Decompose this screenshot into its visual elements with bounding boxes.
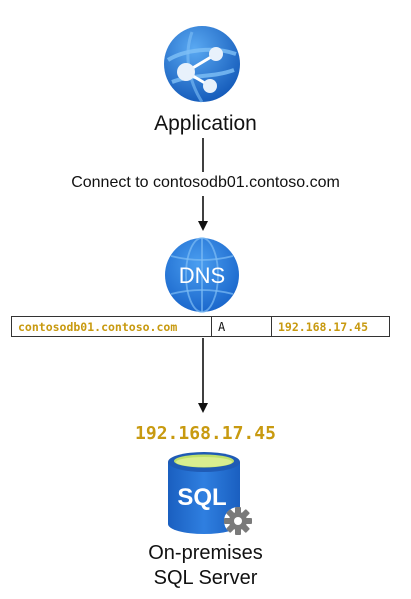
dns-record-row: contosodb01.contoso.com A 192.168.17.45 xyxy=(11,316,390,337)
resolved-ip-label: 192.168.17.45 xyxy=(135,423,276,444)
dns-globe-icon: DNS xyxy=(165,237,239,313)
dns-record-type: A xyxy=(212,317,272,336)
application-label: Application xyxy=(154,112,257,135)
dns-record-host: contosodb01.contoso.com xyxy=(12,317,212,336)
connection-label: Connect to contosodb01.contoso.com xyxy=(0,174,411,192)
sql-server-label: On-premises SQL Server xyxy=(0,541,411,591)
sql-server-label-line2: SQL Server xyxy=(153,567,258,589)
dns-icon-text: DNS xyxy=(179,263,225,288)
connection-label-text: Connect to contosodb01.contoso.com xyxy=(69,174,342,191)
web-app-icon xyxy=(164,26,240,103)
gear-icon xyxy=(224,507,252,535)
sql-server-label-line1: On-premises xyxy=(148,542,263,564)
sql-database-gear-icon: SQL xyxy=(168,452,252,535)
sql-icon-text: SQL xyxy=(177,484,226,511)
dns-record-address: 192.168.17.45 xyxy=(278,319,369,334)
